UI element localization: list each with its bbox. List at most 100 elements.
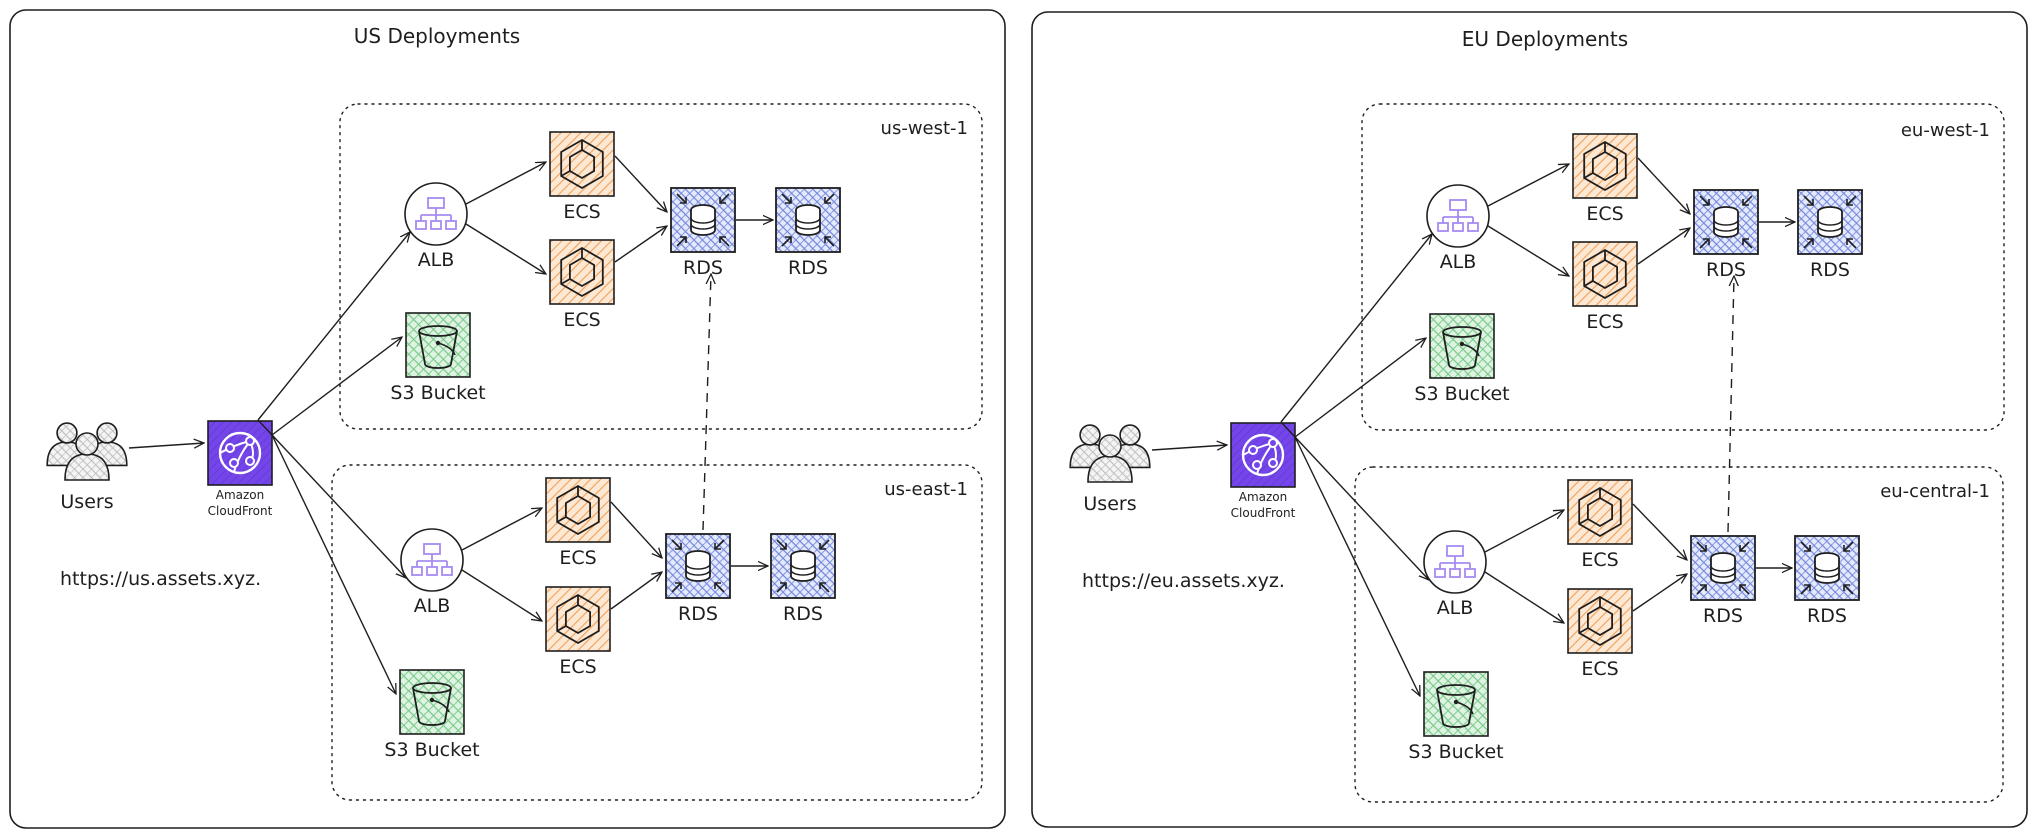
ecs-icon xyxy=(1572,241,1638,307)
ecs-label: ECS xyxy=(563,201,600,223)
assets-url: https://eu.assets.xyz. xyxy=(1082,570,1285,592)
rds-icon xyxy=(1797,189,1863,255)
ecs-icon xyxy=(545,586,611,652)
ecs-to-rds-arrow xyxy=(614,155,667,212)
alb-to-ecs-arrow xyxy=(1484,510,1564,553)
alb-to-ecs-arrow xyxy=(1487,164,1569,207)
cross-region-replication-arrow xyxy=(1727,276,1734,533)
rds-replica-label: RDS xyxy=(788,257,828,279)
cloudfront-to-alb-arrow xyxy=(1280,421,1429,580)
rds-replica-label: RDS xyxy=(1807,605,1847,627)
alb-to-ecs-arrow xyxy=(461,569,542,621)
cloudfront-icon xyxy=(207,420,273,486)
region-frame xyxy=(339,103,983,430)
cloudfront-label-line2: CloudFront xyxy=(208,504,273,518)
panel-title: EU Deployments xyxy=(1462,27,1628,51)
ecs-icon xyxy=(1567,479,1633,545)
ecs-to-rds-arrow xyxy=(614,226,667,263)
users-label: Users xyxy=(60,491,113,513)
ecs-to-rds-arrow xyxy=(1637,157,1690,214)
ecs-icon xyxy=(1567,588,1633,654)
bucket-icon xyxy=(1429,313,1495,379)
rds-icon xyxy=(770,533,836,599)
cloudfront-to-alb-arrow xyxy=(257,419,406,578)
ecs-icon xyxy=(1572,133,1638,199)
ecs-to-rds-arrow xyxy=(610,501,662,558)
alb-to-ecs-arrow xyxy=(465,223,546,274)
rds-icon xyxy=(670,187,736,253)
cloudfront-to-bucket-arrow xyxy=(271,337,402,436)
bucket-icon xyxy=(1423,671,1489,737)
cloudfront-to-alb-arrow xyxy=(1280,234,1432,423)
alb-label: ALB xyxy=(414,595,451,617)
bucket-icon xyxy=(399,669,465,735)
ecs-to-rds-arrow xyxy=(610,572,662,610)
alb-label: ALB xyxy=(418,249,455,271)
cloudfront-label-line1: Amazon xyxy=(1239,490,1288,504)
cloudfront-label-line2: CloudFront xyxy=(1231,506,1296,520)
alb-to-ecs-arrow xyxy=(465,162,546,205)
rds-replica-label: RDS xyxy=(783,603,823,625)
rds-icon xyxy=(1794,535,1860,601)
region-label: us-east-1 xyxy=(884,479,968,500)
alb-to-ecs-arrow xyxy=(1487,225,1569,276)
alb-label: ALB xyxy=(1437,597,1474,619)
panel-title: US Deployments xyxy=(354,24,520,48)
ecs-icon xyxy=(549,131,615,197)
bucket-label: S3 Bucket xyxy=(390,382,485,404)
bucket-label: S3 Bucket xyxy=(1414,383,1509,405)
rds-replica-label: RDS xyxy=(1810,259,1850,281)
ecs-to-rds-arrow xyxy=(1637,228,1690,265)
rds-primary-label: RDS xyxy=(1706,259,1746,281)
cloudfront-to-alb-arrow xyxy=(257,232,410,421)
load-balancer-icon xyxy=(400,528,464,592)
rds-icon xyxy=(1690,535,1756,601)
bucket-label: S3 Bucket xyxy=(1408,741,1503,763)
ecs-label: ECS xyxy=(1586,311,1623,333)
cloudfront-to-bucket-arrow xyxy=(1294,338,1426,438)
load-balancer-icon xyxy=(404,182,468,246)
cross-region-replication-arrow xyxy=(702,274,711,531)
alb-label: ALB xyxy=(1440,251,1477,273)
rds-icon xyxy=(665,533,731,599)
region-label: eu-central-1 xyxy=(1880,481,1990,502)
region-label: us-west-1 xyxy=(881,118,968,139)
cloudfront-to-bucket-arrow xyxy=(271,434,396,694)
users-to-cloudfront-arrow xyxy=(1151,445,1227,450)
users-label: Users xyxy=(1083,493,1136,515)
cloudfront-to-bucket-arrow xyxy=(1294,436,1420,696)
rds-icon xyxy=(1693,189,1759,255)
ecs-label: ECS xyxy=(563,309,600,331)
ecs-icon xyxy=(549,239,615,305)
load-balancer-icon xyxy=(1423,530,1487,594)
users-icon xyxy=(46,422,128,481)
users-to-cloudfront-arrow xyxy=(128,443,204,448)
panel-frame xyxy=(1031,11,2028,828)
rds-icon xyxy=(775,187,841,253)
ecs-label: ECS xyxy=(559,547,596,569)
assets-url: https://us.assets.xyz. xyxy=(60,568,261,590)
ecs-label: ECS xyxy=(1586,203,1623,225)
ecs-to-rds-arrow xyxy=(1632,503,1687,560)
alb-to-ecs-arrow xyxy=(461,508,542,551)
rds-primary-label: RDS xyxy=(683,257,723,279)
load-balancer-icon xyxy=(1426,184,1490,248)
bucket-label: S3 Bucket xyxy=(384,739,479,761)
ecs-label: ECS xyxy=(1581,549,1618,571)
cloudfront-icon xyxy=(1230,422,1296,488)
deployment-panel: EU Deploymentseu-west-1eu-central-1Users… xyxy=(1031,11,2028,828)
alb-to-ecs-arrow xyxy=(1484,571,1564,623)
bucket-icon xyxy=(405,312,471,378)
users-icon xyxy=(1069,424,1151,483)
ecs-to-rds-arrow xyxy=(1632,574,1687,612)
region-frame xyxy=(1361,103,2005,431)
cloudfront-label-line1: Amazon xyxy=(216,488,265,502)
rds-primary-label: RDS xyxy=(678,603,718,625)
region-frame xyxy=(1354,466,2004,803)
ecs-label: ECS xyxy=(559,656,596,678)
ecs-icon xyxy=(545,477,611,543)
rds-primary-label: RDS xyxy=(1703,605,1743,627)
panel-frame xyxy=(9,9,1006,829)
